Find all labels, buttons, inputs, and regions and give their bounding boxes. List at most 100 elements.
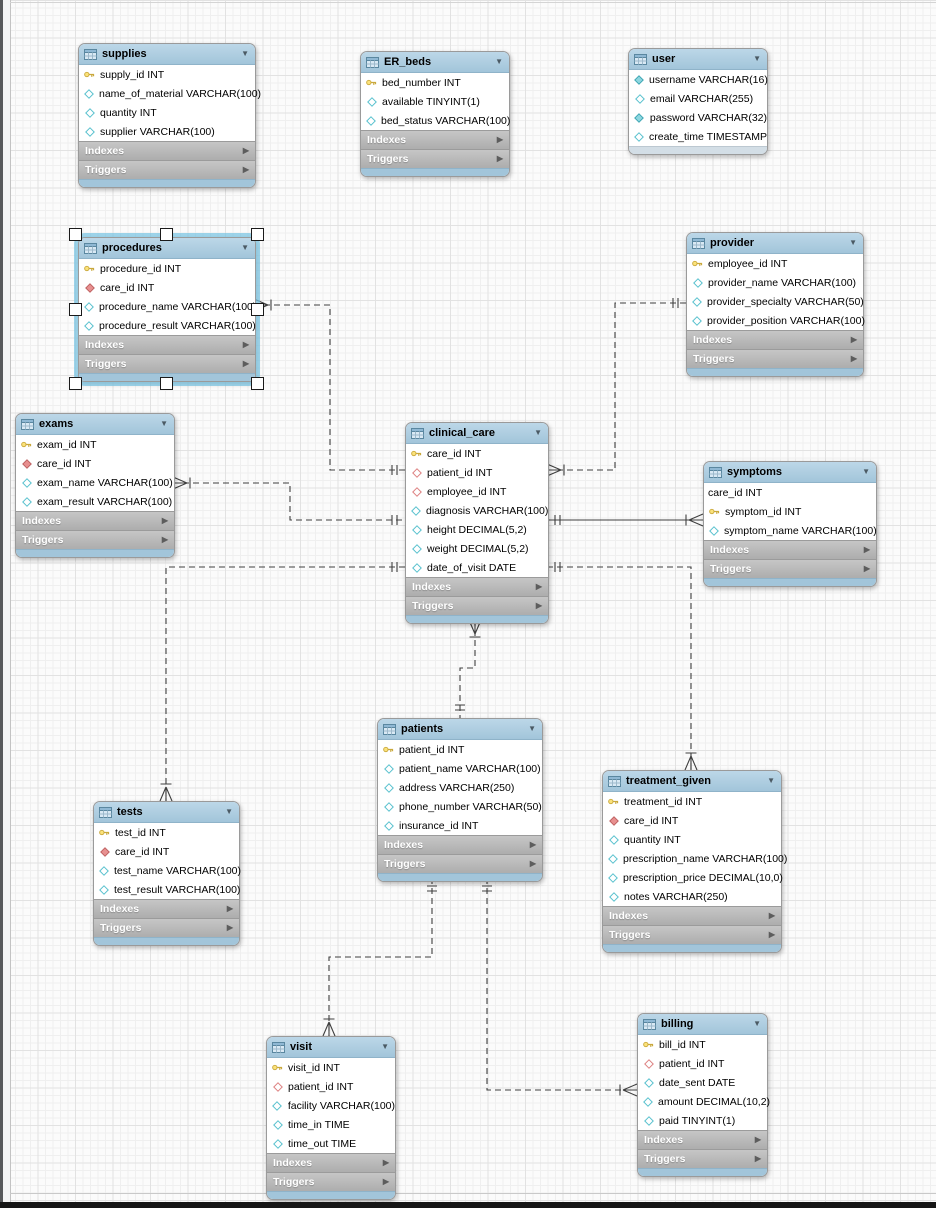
column-row[interactable]: bill_id INT <box>638 1035 767 1054</box>
column-row[interactable]: name_of_material VARCHAR(100) <box>79 84 261 103</box>
section-indexes[interactable]: Indexes▶ <box>687 330 863 349</box>
expand-arrow-icon[interactable]: ▶ <box>535 582 542 591</box>
column-row[interactable]: date_of_visit DATE <box>406 558 548 577</box>
column-row[interactable]: notes VARCHAR(250) <box>603 887 781 906</box>
column-row[interactable]: create_time TIMESTAMP <box>629 127 767 146</box>
column-row[interactable]: procedure_id INT <box>79 259 255 278</box>
selection-handle[interactable] <box>251 228 264 241</box>
expand-arrow-icon[interactable]: ▶ <box>242 340 249 349</box>
column-row[interactable]: visit_id INT <box>267 1058 395 1077</box>
expand-arrow-icon[interactable]: ▶ <box>529 859 536 868</box>
expand-arrow-icon[interactable]: ▶ <box>496 135 503 144</box>
table-header[interactable]: tests▼ <box>94 802 239 823</box>
selection-handle[interactable] <box>69 228 82 241</box>
section-triggers[interactable]: Triggers▶ <box>79 354 255 373</box>
expand-arrow-icon[interactable]: ▶ <box>863 545 870 554</box>
table-header[interactable]: treatment_given▼ <box>603 771 781 792</box>
column-row[interactable]: care_id INT <box>704 483 876 502</box>
section-indexes[interactable]: Indexes▶ <box>638 1130 767 1149</box>
selection-handle[interactable] <box>160 228 173 241</box>
selection-handle[interactable] <box>69 377 82 390</box>
table-header[interactable]: clinical_care▼ <box>406 423 548 444</box>
collapse-arrow-icon[interactable]: ▼ <box>241 243 249 252</box>
column-row[interactable]: test_result VARCHAR(100) <box>94 880 240 899</box>
expand-arrow-icon[interactable]: ▶ <box>850 354 857 363</box>
column-row[interactable]: email VARCHAR(255) <box>629 89 767 108</box>
expand-arrow-icon[interactable]: ▶ <box>226 904 233 913</box>
section-indexes[interactable]: Indexes▶ <box>406 577 548 596</box>
relationship-patients-visit[interactable] <box>328 878 433 1036</box>
relationship-exams-clinical_care[interactable] <box>173 482 405 521</box>
relationship-clinical_care-provider[interactable] <box>547 302 686 471</box>
table-header[interactable]: symptoms▼ <box>704 462 876 483</box>
column-row[interactable]: care_id INT <box>79 278 255 297</box>
collapse-arrow-icon[interactable]: ▼ <box>849 238 857 247</box>
column-row[interactable]: diagnosis VARCHAR(100) <box>406 501 548 520</box>
column-row[interactable]: care_id INT <box>94 842 239 861</box>
column-row[interactable]: exam_name VARCHAR(100) <box>16 473 174 492</box>
column-row[interactable]: bed_status VARCHAR(100) <box>361 111 510 130</box>
expand-arrow-icon[interactable]: ▶ <box>161 516 168 525</box>
section-triggers[interactable]: Triggers▶ <box>704 559 876 578</box>
table-header[interactable]: ER_beds▼ <box>361 52 509 73</box>
column-row[interactable]: quantity INT <box>603 830 781 849</box>
column-row[interactable]: insurance_id INT <box>378 816 542 835</box>
column-row[interactable]: procedure_name VARCHAR(100) <box>79 297 256 316</box>
table-header[interactable]: provider▼ <box>687 233 863 254</box>
column-row[interactable]: prescription_name VARCHAR(100) <box>603 849 787 868</box>
column-row[interactable]: height DECIMAL(5,2) <box>406 520 548 539</box>
column-row[interactable]: symptom_name VARCHAR(100) <box>704 521 877 540</box>
column-row[interactable]: time_out TIME <box>267 1134 395 1153</box>
column-row[interactable]: patient_id INT <box>267 1077 395 1096</box>
column-row[interactable]: treatment_id INT <box>603 792 781 811</box>
table-user[interactable]: user▼username VARCHAR(16)email VARCHAR(2… <box>628 48 768 155</box>
column-row[interactable]: exam_id INT <box>16 435 174 454</box>
table-header[interactable]: billing▼ <box>638 1014 767 1035</box>
expand-arrow-icon[interactable]: ▶ <box>382 1177 389 1186</box>
column-row[interactable]: provider_position VARCHAR(100) <box>687 311 865 330</box>
section-triggers[interactable]: Triggers▶ <box>603 925 781 944</box>
column-row[interactable]: prescription_price DECIMAL(10,0) <box>603 868 783 887</box>
column-row[interactable]: provider_name VARCHAR(100) <box>687 273 863 292</box>
column-row[interactable]: paid TINYINT(1) <box>638 1111 767 1130</box>
section-triggers[interactable]: Triggers▶ <box>361 149 509 168</box>
relationship-clinical_care-patients[interactable] <box>459 620 476 718</box>
selection-handle[interactable] <box>160 377 173 390</box>
relationship-clinical_care-treatment_given[interactable] <box>547 566 692 770</box>
expand-arrow-icon[interactable]: ▶ <box>754 1135 761 1144</box>
expand-arrow-icon[interactable]: ▶ <box>496 154 503 163</box>
collapse-arrow-icon[interactable]: ▼ <box>225 807 233 816</box>
expand-arrow-icon[interactable]: ▶ <box>768 911 775 920</box>
column-row[interactable]: supply_id INT <box>79 65 255 84</box>
column-row[interactable]: patient_id INT <box>378 740 542 759</box>
section-indexes[interactable]: Indexes▶ <box>267 1153 395 1172</box>
collapse-arrow-icon[interactable]: ▼ <box>528 724 536 733</box>
section-indexes[interactable]: Indexes▶ <box>16 511 174 530</box>
collapse-arrow-icon[interactable]: ▼ <box>753 1019 761 1028</box>
section-triggers[interactable]: Triggers▶ <box>406 596 548 615</box>
table-header[interactable]: user▼ <box>629 49 767 70</box>
column-row[interactable]: available TINYINT(1) <box>361 92 509 111</box>
expand-arrow-icon[interactable]: ▶ <box>242 146 249 155</box>
column-row[interactable]: test_id INT <box>94 823 239 842</box>
column-row[interactable]: address VARCHAR(250) <box>378 778 542 797</box>
column-row[interactable]: phone_number VARCHAR(50) <box>378 797 542 816</box>
relationship-patients-billing[interactable] <box>486 878 637 1091</box>
section-triggers[interactable]: Triggers▶ <box>378 854 542 873</box>
collapse-arrow-icon[interactable]: ▼ <box>767 776 775 785</box>
section-indexes[interactable]: Indexes▶ <box>704 540 876 559</box>
expand-arrow-icon[interactable]: ▶ <box>242 359 249 368</box>
column-row[interactable]: care_id INT <box>603 811 781 830</box>
section-triggers[interactable]: Triggers▶ <box>16 530 174 549</box>
section-triggers[interactable]: Triggers▶ <box>94 918 239 937</box>
expand-arrow-icon[interactable]: ▶ <box>529 840 536 849</box>
